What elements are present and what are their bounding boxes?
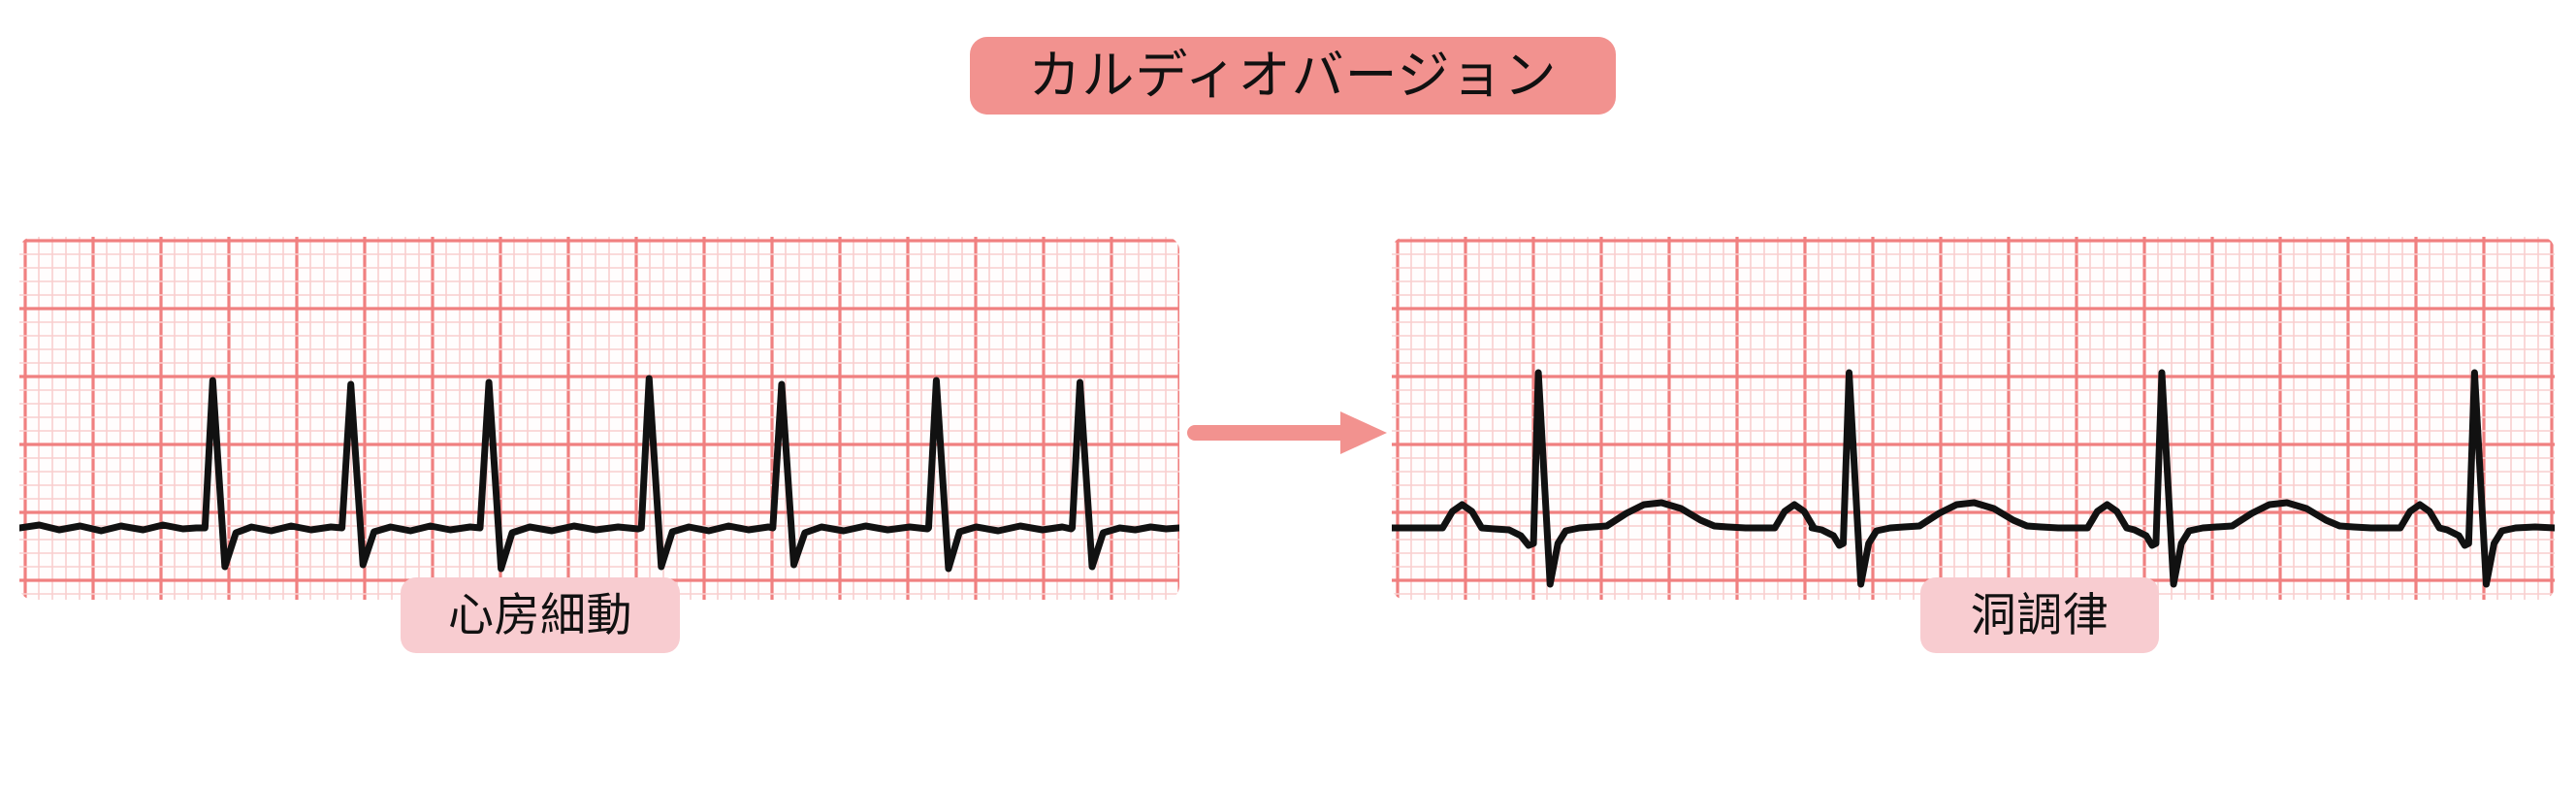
rhythm-label-afib: 心房細動	[401, 577, 680, 653]
title-text: カルディオバージョン	[1028, 45, 1558, 106]
arrow-right-icon	[1179, 388, 1395, 477]
ecg-trace-afib	[19, 237, 1179, 600]
rhythm-label-sinus-text: 洞調律	[1970, 588, 2109, 642]
rhythm-label-afib-text: 心房細動	[448, 588, 632, 642]
rhythm-label-sinus: 洞調律	[1920, 577, 2159, 653]
ecg-panel-sinus	[1392, 237, 2555, 600]
title-pill: カルディオバージョン	[970, 37, 1616, 115]
ecg-panel-afib	[19, 237, 1179, 600]
ecg-trace-sinus	[1392, 237, 2555, 600]
